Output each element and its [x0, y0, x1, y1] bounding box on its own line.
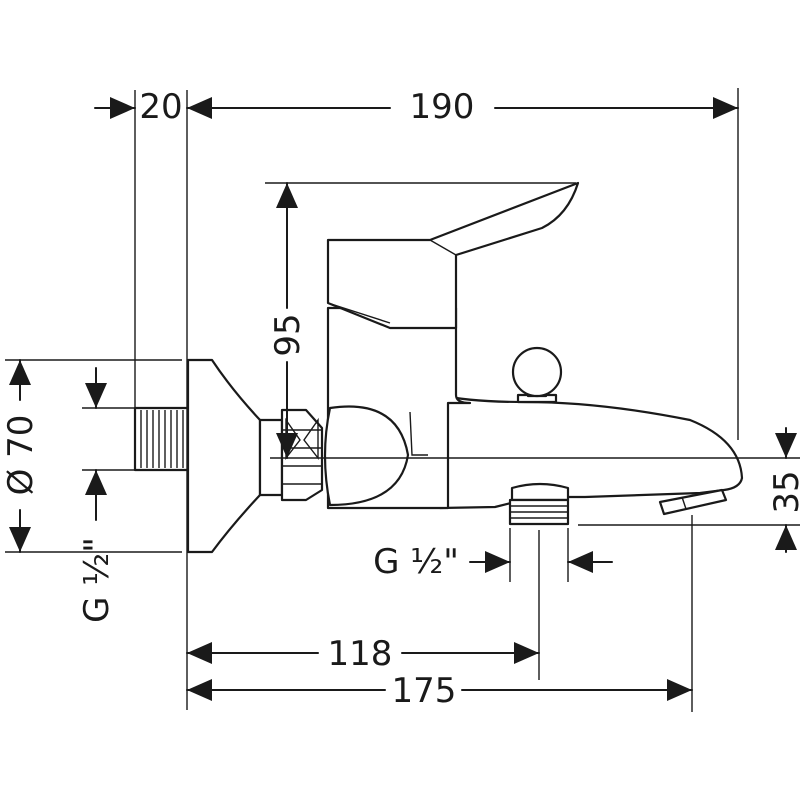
eccentric-connector: [258, 408, 324, 502]
dim-label-diameter-70: Ø 70: [1, 415, 41, 496]
wall-rosette: [186, 358, 262, 554]
dim-label-175: 175: [392, 671, 457, 711]
wall-thread-connector: [133, 406, 190, 472]
dim-label-20: 20: [139, 87, 182, 127]
spout: [438, 393, 744, 510]
lever-handle: [326, 181, 580, 330]
body-coupling: [323, 405, 410, 507]
dim-label-thread-wall: G ½": [77, 537, 117, 623]
faucet-outline: [133, 181, 744, 554]
dim-label-118: 118: [328, 634, 393, 674]
spout-aerator: [658, 488, 728, 516]
dimension-labels: 20 190 95 Ø 70 G ½" 35 G ½" 118 175: [1, 87, 800, 711]
bottom-outlet-thread: [508, 482, 570, 526]
dim-label-35: 35: [767, 470, 800, 513]
extension-lines: [5, 88, 800, 712]
dim-label-190: 190: [410, 87, 475, 127]
diverter-knob: [511, 346, 563, 404]
dimension-lines: [9, 97, 797, 701]
dim-label-thread-outlet: G ½": [373, 542, 459, 582]
dim-label-95: 95: [268, 313, 308, 356]
